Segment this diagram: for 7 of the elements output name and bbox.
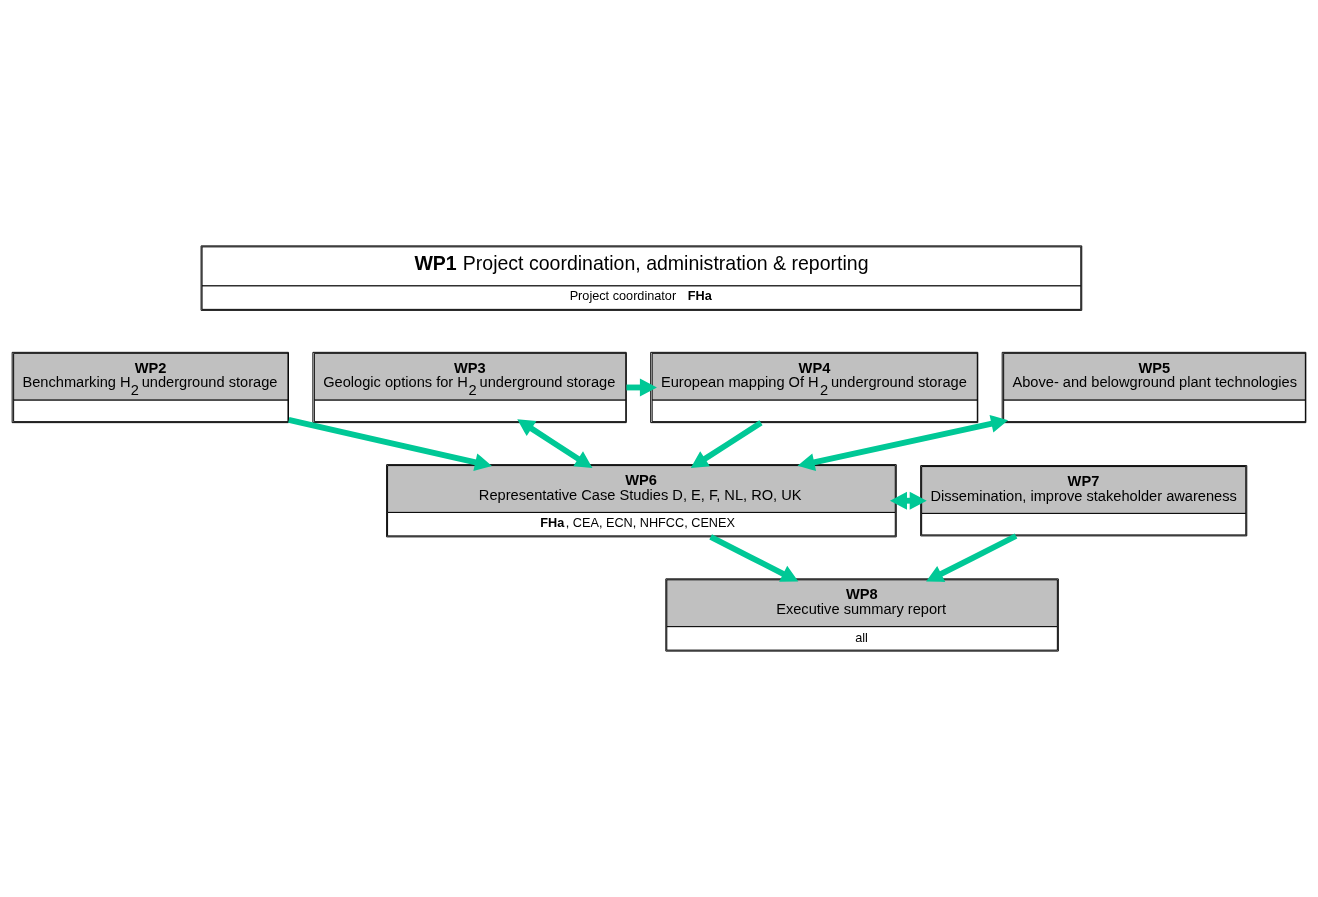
arrow: [517, 419, 593, 469]
arrow: [926, 533, 1018, 582]
arrow: [797, 415, 1009, 471]
arrow: [288, 417, 492, 471]
arrow: [690, 420, 763, 469]
arrow: [709, 534, 799, 582]
arrow: [889, 491, 927, 510]
